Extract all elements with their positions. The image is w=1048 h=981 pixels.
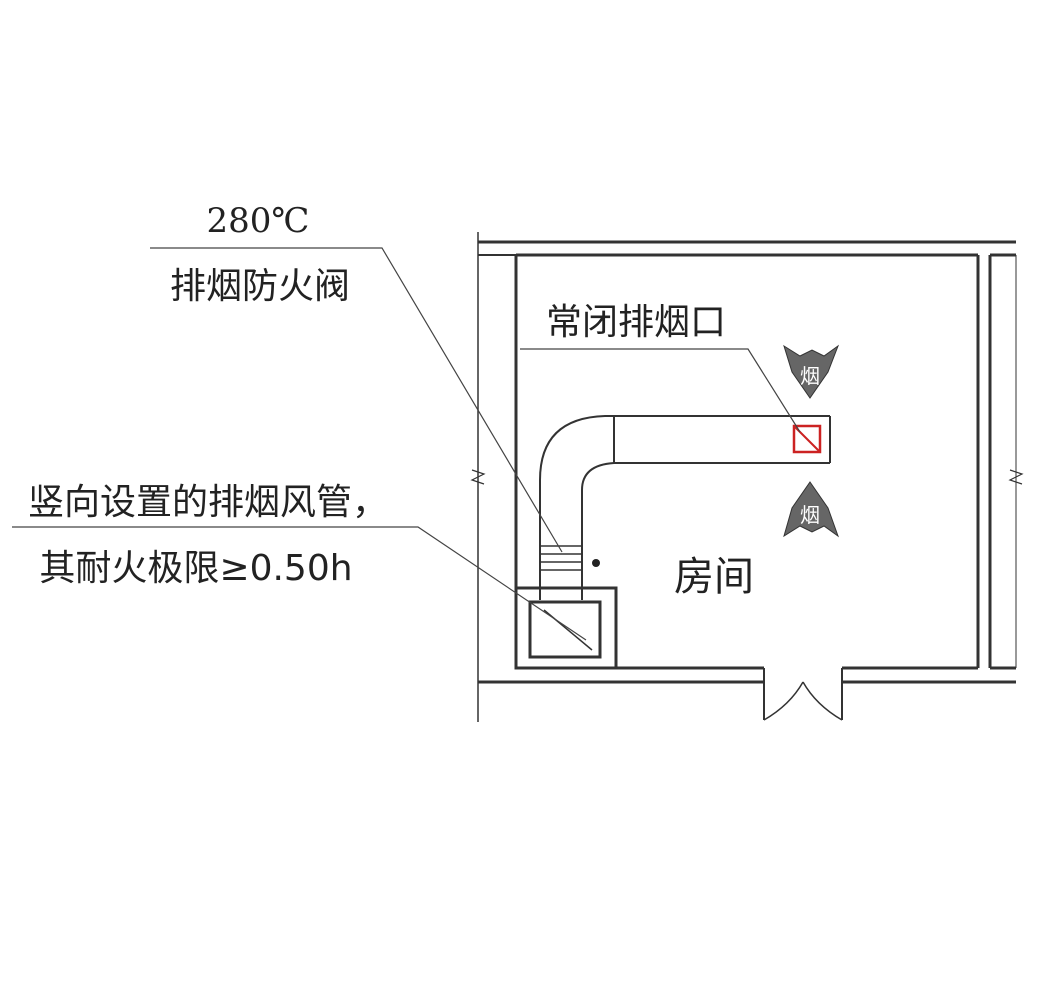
walls xyxy=(477,232,1017,722)
smoke-arrow-bottom: 烟 xyxy=(783,481,840,538)
outlet-diagonal xyxy=(793,425,821,453)
leader-lines xyxy=(12,247,801,641)
duct-leader xyxy=(12,526,587,641)
room-name-label: 房间 xyxy=(674,554,754,600)
outlet-leader xyxy=(520,348,801,433)
outlet-square xyxy=(792,424,822,454)
arrow-shape-bottom xyxy=(783,481,840,538)
outlet-name-label: 常闭排烟口 xyxy=(546,302,726,343)
exhaust-duct xyxy=(539,415,831,600)
smoke-glyph-bottom: 烟 xyxy=(800,503,820,527)
left-break-mark xyxy=(470,469,486,485)
door-leaf-left xyxy=(763,681,804,721)
smoke-glyph-top: 烟 xyxy=(800,364,820,388)
damper-sensor-dot xyxy=(592,559,600,567)
damper-temp-label: 280℃ xyxy=(207,201,310,241)
arrow-shape-top xyxy=(783,344,840,399)
shaft-outer xyxy=(514,586,618,670)
smoke-arrow-top: 烟 xyxy=(783,344,840,399)
duct-inner-edge xyxy=(581,462,830,600)
duct-line1-label: 竖向设置的排烟风管， xyxy=(28,482,388,523)
duct-outer-edge xyxy=(539,415,830,600)
door-leaf-right xyxy=(802,681,843,721)
smoke-shaft xyxy=(514,586,618,670)
damper-leader xyxy=(150,247,563,553)
break-marks xyxy=(470,469,1024,485)
shaft-inner xyxy=(528,600,602,659)
right-break-mark xyxy=(1008,469,1024,485)
duct-line2-label: 其耐火极限≥0.50h xyxy=(39,548,352,589)
double-door xyxy=(763,681,843,721)
smoke-outlet xyxy=(792,424,822,454)
damper-name-label: 排烟防火阀 xyxy=(170,266,350,307)
